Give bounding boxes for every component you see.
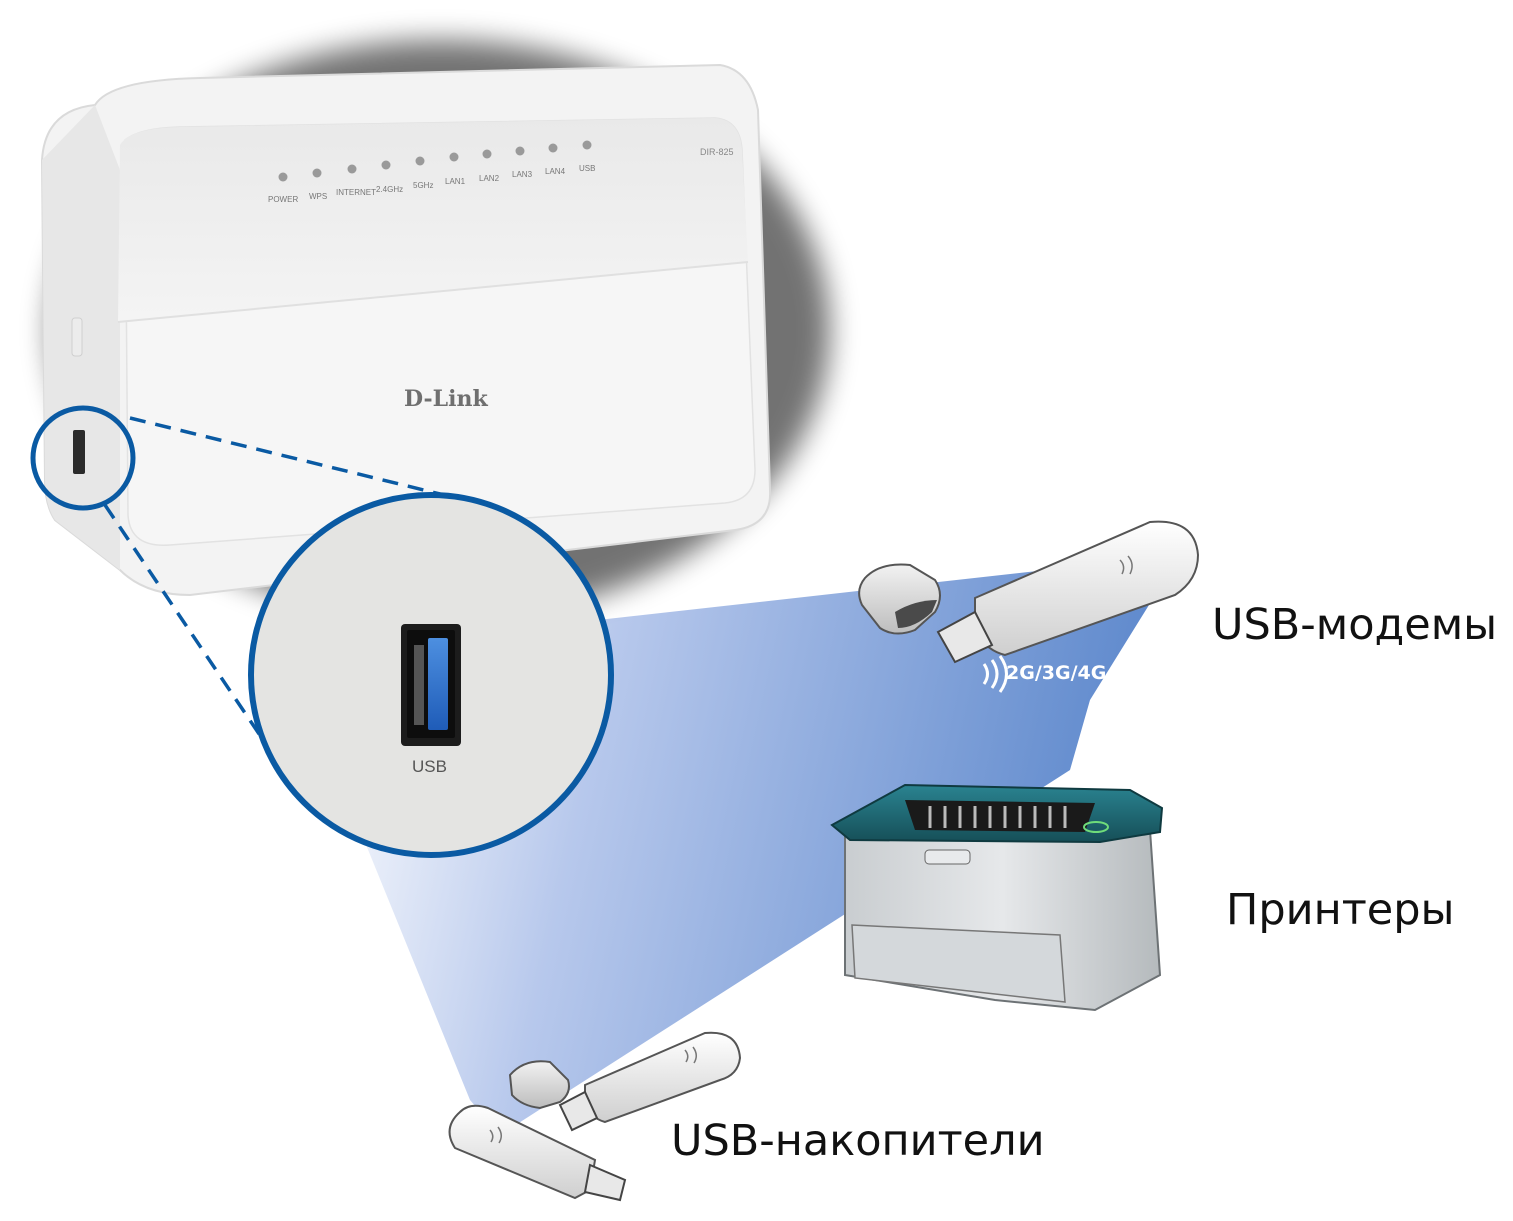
led-usb (582, 140, 592, 150)
usb-storage (448, 1031, 742, 1202)
led-5ghz (415, 156, 425, 166)
led-label-lan3: LAN3 (512, 170, 533, 179)
router-panel-seam (117, 261, 749, 323)
wireless-signal-icon (982, 655, 1008, 693)
printer-front-tray (851, 924, 1066, 1003)
callout-dashed-line-top (129, 416, 441, 496)
label-usb-modems: USB-модемы (1212, 600, 1498, 650)
storage-stick-1-connector (558, 1090, 599, 1132)
led-label-usb: USB (579, 164, 595, 173)
callout-dashed-line-bottom (103, 504, 282, 766)
router: POWER WPS INTERNET 2.4GHz 5GHz LAN1 LAN2… (40, 63, 772, 597)
led-label-internet: INTERNET (336, 188, 376, 197)
led-power (278, 172, 288, 182)
usb-port-pins (414, 645, 424, 725)
led-24ghz (381, 160, 391, 170)
label-printers: Принтеры (1226, 885, 1455, 935)
printer-output-slot (905, 800, 1095, 832)
led-label-5ghz: 5GHz (413, 181, 433, 190)
led-row: POWER WPS INTERNET 2.4GHz 5GHz LAN1 LAN2… (268, 140, 595, 204)
modem-cap-inner (895, 600, 937, 628)
led-lan1 (449, 152, 459, 162)
magnified-port-view: USB (248, 492, 614, 858)
led-lan3 (515, 146, 525, 156)
modem-connector-icon (936, 610, 994, 664)
router-side-button (71, 317, 83, 357)
led-wps (312, 168, 322, 178)
led-internet (347, 164, 357, 174)
callout-small-circle (30, 405, 136, 511)
led-label-lan2: LAN2 (479, 174, 500, 183)
printer-vents (928, 806, 1067, 828)
led-lan4 (548, 143, 558, 153)
led-lan2 (482, 149, 492, 159)
led-label-wps: WPS (309, 192, 327, 201)
router-top-panel (118, 118, 748, 322)
printer-handle (924, 849, 971, 865)
printer (830, 783, 1164, 1012)
led-label-24ghz: 2.4GHz (376, 185, 403, 194)
usb-modem (858, 520, 1200, 693)
storage-cap-icon (508, 1060, 570, 1110)
usb-port-label: USB (412, 757, 447, 776)
usb-port-tongue (428, 638, 448, 730)
printer-power-button (1083, 821, 1109, 833)
router-brand-logo: D-Link (404, 386, 488, 412)
led-label-lan1: LAN1 (445, 177, 466, 186)
storage-marks (489, 1046, 697, 1144)
label-usb-storage: USB-накопители (671, 1116, 1045, 1166)
label-network-types: 2G/3G/4G (1006, 662, 1107, 684)
led-label-lan4: LAN4 (545, 167, 566, 176)
router-model: DIR-825 (700, 147, 734, 157)
modem-signal-marks (1119, 555, 1133, 575)
router-side-usb-slot (73, 430, 85, 474)
storage-stick-2-connector (583, 1163, 627, 1202)
led-label-power: POWER (268, 195, 298, 204)
